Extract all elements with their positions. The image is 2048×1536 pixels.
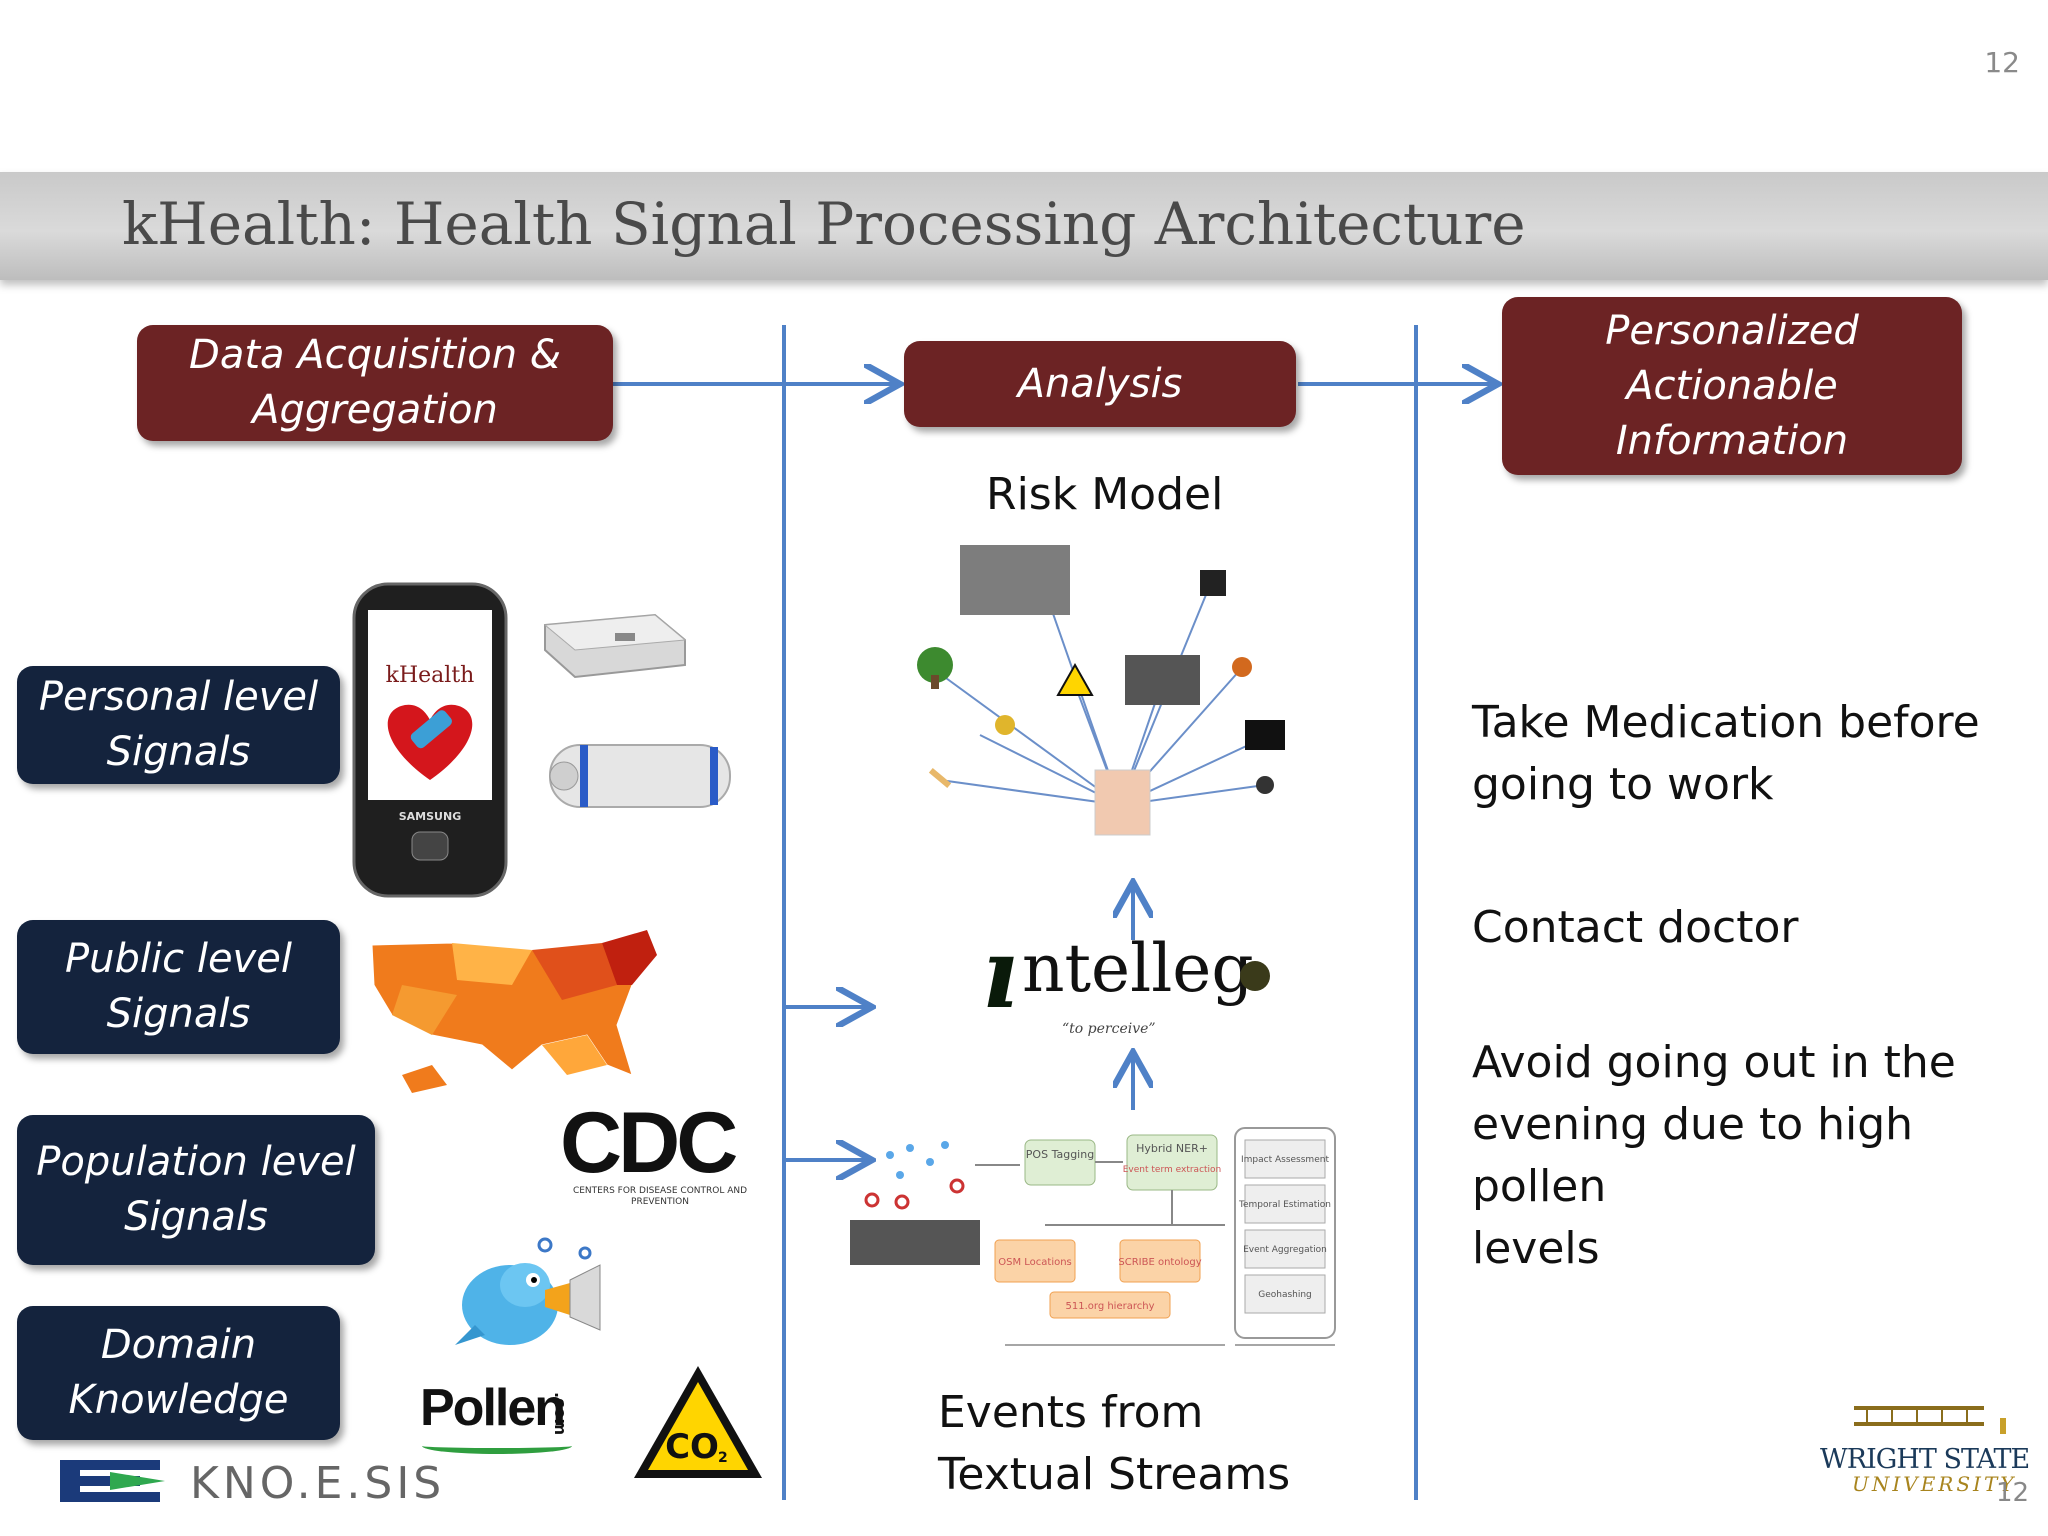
phone-maker-text: SAMSUNG <box>399 810 461 823</box>
lungs-icon <box>1094 769 1151 836</box>
signal-domain-label: Domain Knowledge <box>68 1322 289 1423</box>
head-gear-icon <box>1240 961 1270 991</box>
pollen-logo-suffix: .com <box>551 1392 570 1436</box>
signal-domain: Domain Knowledge <box>17 1306 340 1440</box>
food-icon <box>995 715 1015 735</box>
pollen-sensor-image <box>549 744 731 808</box>
phone-brand-text: kHealth <box>386 663 475 688</box>
stage-actionable: Personalized Actionable Information <box>1502 297 1962 475</box>
risk-model-label: Risk Model <box>986 469 1224 520</box>
footer-page-number: 12 <box>1996 1478 2030 1508</box>
svg-text:OSM Locations: OSM Locations <box>998 1257 1072 1268</box>
signal-population: Population level Signals <box>17 1115 375 1265</box>
signal-public-label: Public level Signals <box>65 936 292 1037</box>
monitor-icon <box>1200 570 1226 596</box>
cdc-logo: CDC CENTERS FOR DISEASE CONTROL AND PREV… <box>560 1100 760 1208</box>
intellego-tagline: “to perceive” <box>1062 1021 1156 1037</box>
wright-state-logo: WRIGHT STATE UNIVERSITY <box>1812 1400 2036 1504</box>
runner-icon <box>1256 776 1274 794</box>
pollen-swoosh-icon <box>422 1438 572 1454</box>
event-pipeline-diagram: POS Tagging Hybrid NER+ Event term extra… <box>850 1127 1336 1346</box>
events-label: Events from Textual Streams <box>938 1387 1291 1500</box>
svg-text:Geohashing: Geohashing <box>1258 1290 1312 1300</box>
title-band <box>0 172 2048 280</box>
inhaler-icon <box>410 710 452 749</box>
signal-personal: Personal level Signals <box>17 666 340 784</box>
stage-acquisition: Data Acquisition & Aggregation <box>137 325 613 441</box>
svg-text:511.org hierarchy: 511.org hierarchy <box>1066 1301 1155 1312</box>
svg-text:Temporal Estimation: Temporal Estimation <box>1238 1200 1331 1210</box>
usb-sensor-image <box>543 613 687 679</box>
cdc-subtitle: CENTERS FOR DISEASE CONTROL AND PREVENTI… <box>572 1186 748 1207</box>
svg-text:Hybrid NER+: Hybrid NER+ <box>1136 1142 1208 1155</box>
signal-personal-label: Personal level Signals <box>38 674 319 775</box>
twitter-bird-icon <box>455 1237 601 1345</box>
action-avoid-pollen: Avoid going out in the evening due to hi… <box>1472 1037 1956 1274</box>
cdc-logo-text: CDC <box>560 1095 738 1191</box>
co2-warning-sign: CO 2 <box>634 1366 762 1478</box>
tree-icon <box>917 647 953 683</box>
trees-photo <box>960 545 1070 615</box>
smoke-photo <box>1125 655 1200 705</box>
intellego-logo-text: ntelleg <box>1022 930 1254 1007</box>
knoesis-logo: KNO.E.SIS <box>60 1458 445 1509</box>
stage-analysis-label: Analysis <box>1017 360 1183 407</box>
action-medication: Take Medication before going to work <box>1472 697 1980 810</box>
hazard-icon <box>1056 662 1094 696</box>
page-number: 12 <box>1984 46 2020 79</box>
action-contact-doctor: Contact doctor <box>1472 902 1799 953</box>
stage-actionable-label: Personalized Actionable Information <box>1605 307 1859 464</box>
svg-text:Event Aggregation: Event Aggregation <box>1243 1245 1327 1255</box>
signal-population-label: Population level Signals <box>36 1139 356 1240</box>
stage-acquisition-label: Data Acquisition & Aggregation <box>189 332 561 433</box>
wright-state-line1: WRIGHT STATE <box>1820 1444 2030 1475</box>
svg-text:Impact Assessment: Impact Assessment <box>1241 1155 1329 1165</box>
wright-state-line2: UNIVERSITY <box>1852 1472 2017 1496</box>
svg-text:SCRIBE ontology: SCRIBE ontology <box>1118 1257 1201 1268</box>
cigarette-icon <box>928 767 952 789</box>
co2-sign-text: CO <box>665 1427 719 1467</box>
pet-silhouette-icon <box>1245 720 1285 750</box>
pollen-logo: Pollen .com <box>420 1378 600 1458</box>
slide-title: kHealth: Health Signal Processing Archit… <box>122 190 1526 258</box>
signal-public: Public level Signals <box>17 920 340 1054</box>
wright-flyer-icon <box>1854 1406 2006 1434</box>
pollen-grain-icon <box>1232 657 1252 677</box>
pollen-logo-text: Pollen <box>420 1379 566 1437</box>
svg-text:Event term extraction: Event term extraction <box>1123 1165 1222 1175</box>
city-skyline-image <box>850 1220 980 1265</box>
us-map-image <box>371 929 658 1093</box>
knoesis-logo-text: KNO.E.SIS <box>190 1458 445 1509</box>
risk-model-network <box>917 545 1285 836</box>
smartphone-image: kHealth SAMSUNG <box>352 582 508 898</box>
svg-text:POS Tagging: POS Tagging <box>1026 1148 1094 1161</box>
co2-sign-sub: 2 <box>718 1450 728 1466</box>
stage-analysis: Analysis <box>904 341 1296 427</box>
intellego-logo: ı ntelleg “to perceive” <box>982 917 1292 1045</box>
